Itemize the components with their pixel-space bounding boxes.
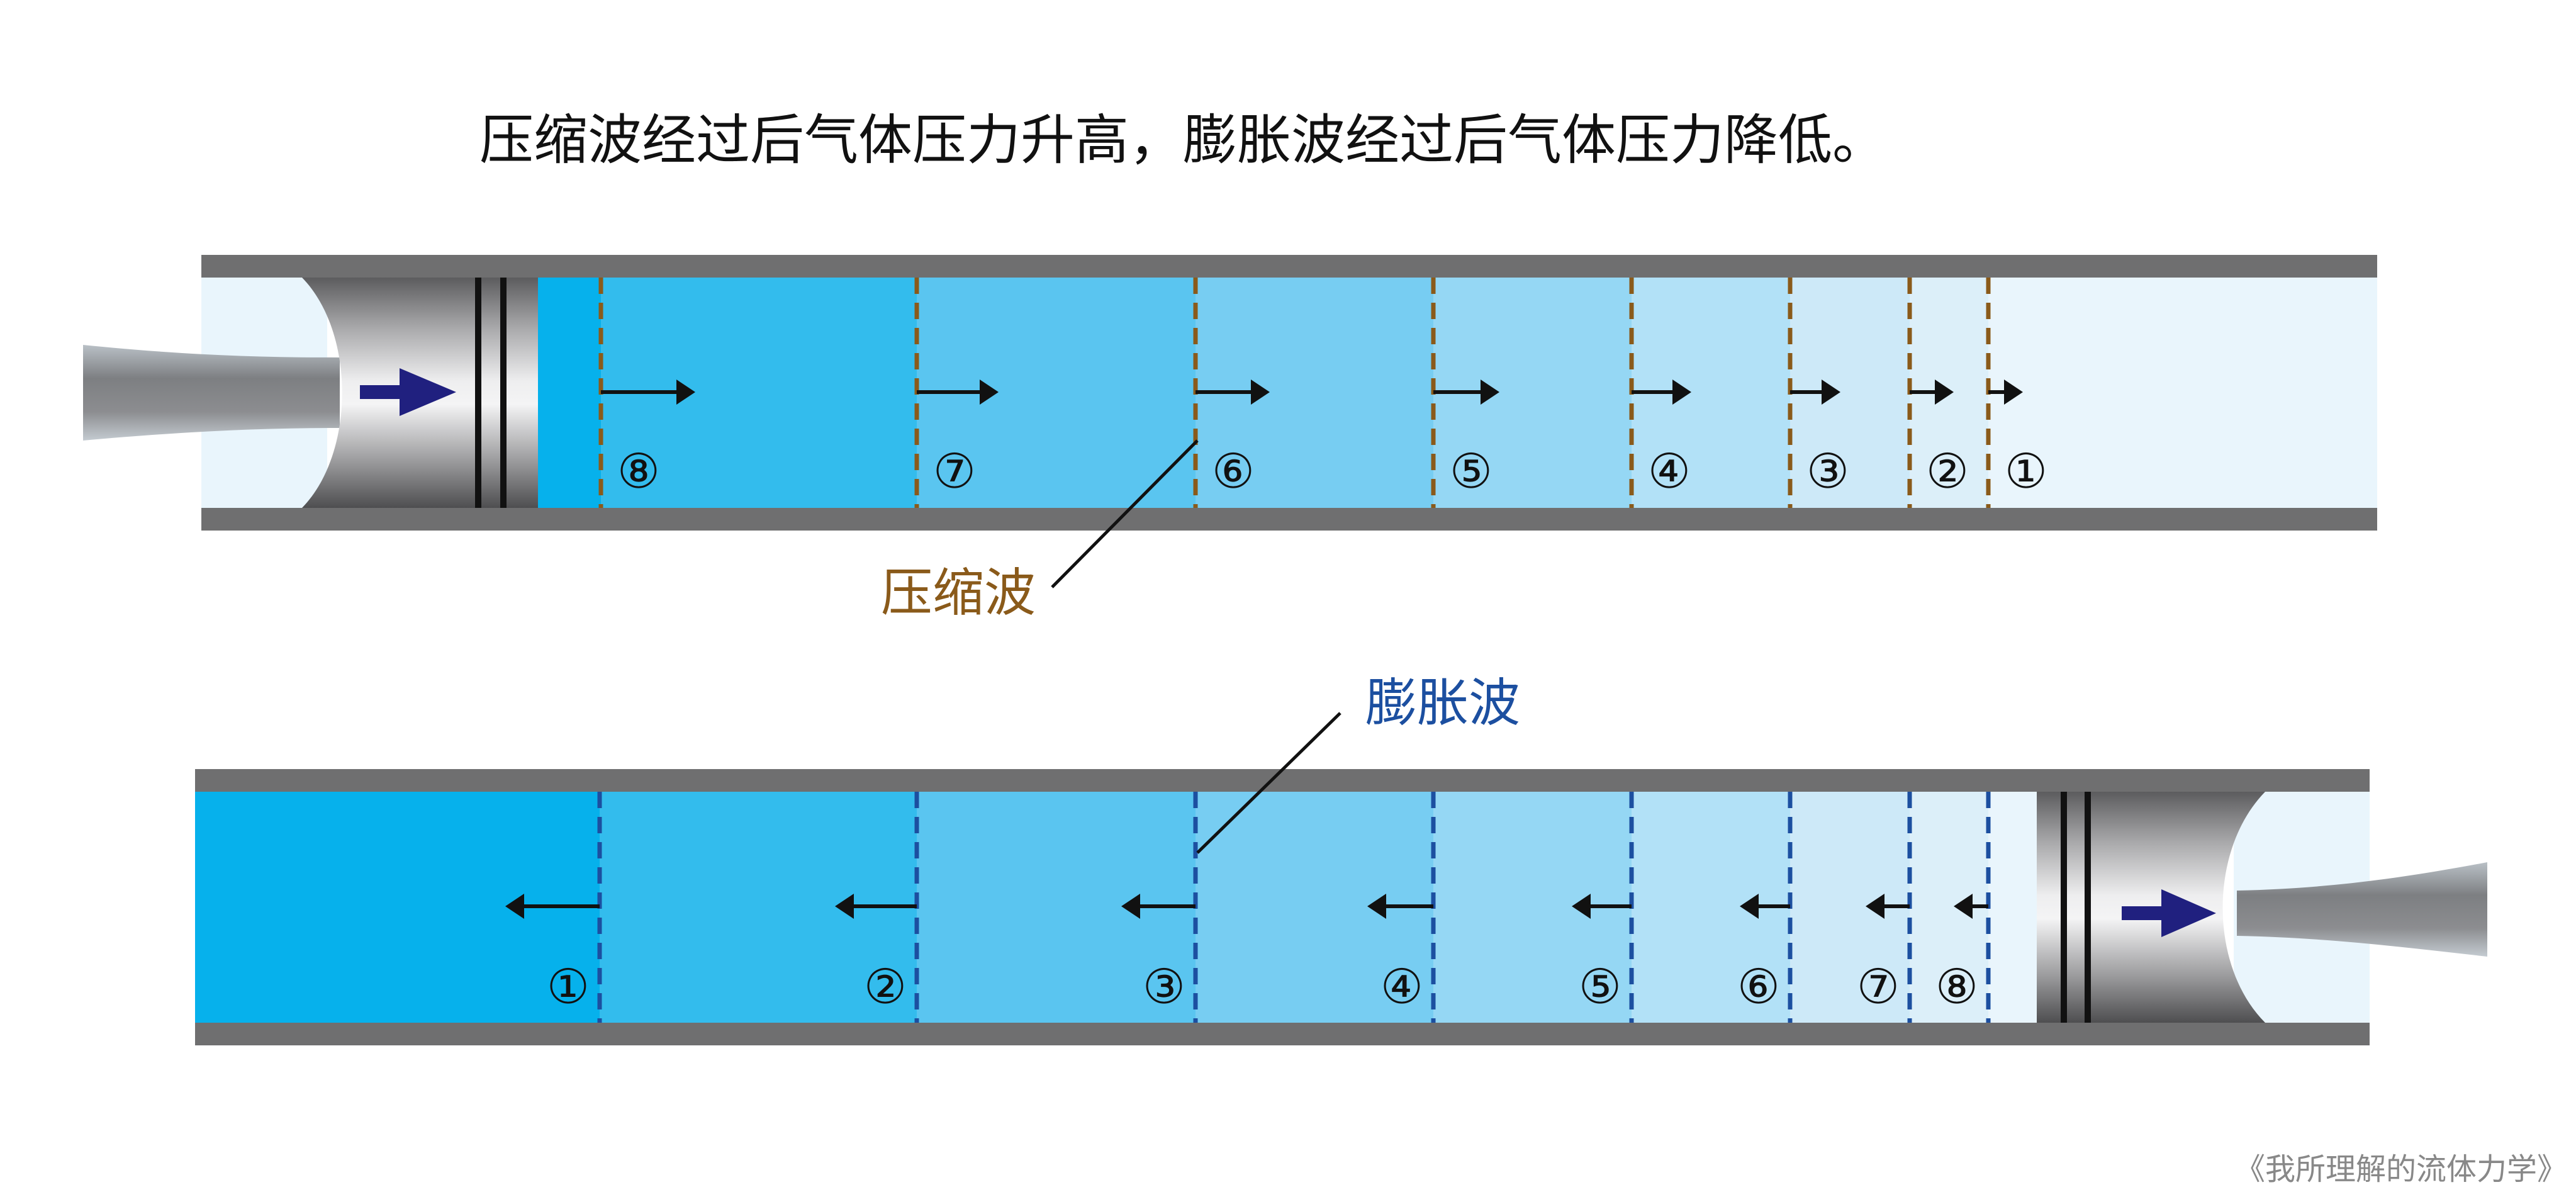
wave-number: ⑤ — [1450, 443, 1492, 499]
expansion-tube-bottom-wall — [195, 1023, 2370, 1045]
wave-number: ⑦ — [933, 443, 976, 499]
expansion-wave-label: 膨胀波 — [1365, 673, 1520, 733]
compression-wave: ⑥ — [1193, 278, 1270, 508]
compression-wave: ⑧ — [598, 278, 695, 508]
expansion-wave: ② — [835, 792, 919, 1023]
compression-piston-rod — [83, 345, 340, 441]
wave-number: ⑧ — [617, 443, 660, 499]
expansion-wave: ⑤ — [1572, 792, 1634, 1023]
wave-number: ⑥ — [1212, 443, 1255, 499]
expansion-wave: ⑥ — [1737, 792, 1793, 1023]
arrow-head-icon — [1481, 380, 1499, 405]
piston-ring — [475, 278, 481, 508]
arrow-head-icon — [2004, 380, 2023, 405]
diagram-title: 压缩波经过后气体压力升高，膨胀波经过后气体压力降低。 — [479, 109, 1886, 172]
compression-tube-bottom-wall — [201, 508, 2377, 531]
piston-ring — [2085, 792, 2091, 1023]
compression-wave: ⑦ — [914, 278, 999, 508]
gas-region — [538, 278, 601, 508]
arrow-head-icon — [1251, 380, 1270, 405]
compression-wave: ② — [1907, 278, 1969, 508]
arrow-head-icon — [505, 894, 524, 919]
expansion-leader-line — [1196, 712, 1341, 854]
wave-number: ② — [864, 959, 907, 1015]
wave-number: ⑥ — [1737, 959, 1780, 1015]
wave-number: ④ — [1380, 959, 1423, 1015]
wave-number: ③ — [1143, 959, 1185, 1015]
watermark: 《我所理解的流体力学》 — [2235, 1152, 2567, 1187]
gas-region — [1988, 792, 2042, 1023]
arrow-head-icon — [835, 894, 854, 919]
compression-wave: ① — [1986, 278, 2047, 508]
wave-number: ① — [2005, 443, 2047, 499]
compression-leader-line — [1051, 439, 1199, 588]
wave-number: ① — [547, 959, 590, 1015]
arrow-head-icon — [1740, 894, 1759, 919]
arrow-head-icon — [1367, 894, 1386, 919]
expansion-wave: ④ — [1367, 792, 1436, 1023]
arrow-head-icon — [1866, 894, 1884, 919]
compression-wave: ③ — [1788, 278, 1849, 508]
wave-number: ② — [1926, 443, 1969, 499]
gas-region — [1988, 278, 2377, 508]
wave-number: ④ — [1648, 443, 1691, 499]
arrow-head-icon — [1954, 894, 1973, 919]
piston-ring — [500, 278, 507, 508]
arrow-head-icon — [1935, 380, 1954, 405]
arrow-head-icon — [676, 380, 695, 405]
expansion-tube-top-wall — [195, 769, 2370, 792]
compression-wave-label: 压缩波 — [881, 563, 1036, 623]
piston-arrow-icon — [360, 368, 456, 416]
expansion-wave: ③ — [1121, 792, 1198, 1023]
expansion-wave: ⑧ — [1935, 792, 1991, 1023]
piston-ring — [2061, 792, 2067, 1023]
wave-number: ⑧ — [1935, 959, 1978, 1015]
expansion-wave: ① — [505, 792, 602, 1023]
expansion-wave: ⑦ — [1857, 792, 1912, 1023]
arrow-head-icon — [1121, 894, 1140, 919]
piston-arrow-icon — [2122, 889, 2216, 937]
compression-wave: ⑤ — [1431, 278, 1499, 508]
arrow-head-icon — [1672, 380, 1691, 405]
arrow-head-icon — [1572, 894, 1591, 919]
wave-number: ⑤ — [1579, 959, 1621, 1015]
expansion-piston-rod — [2237, 862, 2487, 957]
wave-number: ③ — [1806, 443, 1849, 499]
compression-tube-top-wall — [201, 255, 2377, 278]
wave-number: ⑦ — [1857, 959, 1900, 1015]
compression-wave: ④ — [1629, 278, 1691, 508]
arrow-head-icon — [980, 380, 999, 405]
arrow-head-icon — [1822, 380, 1840, 405]
